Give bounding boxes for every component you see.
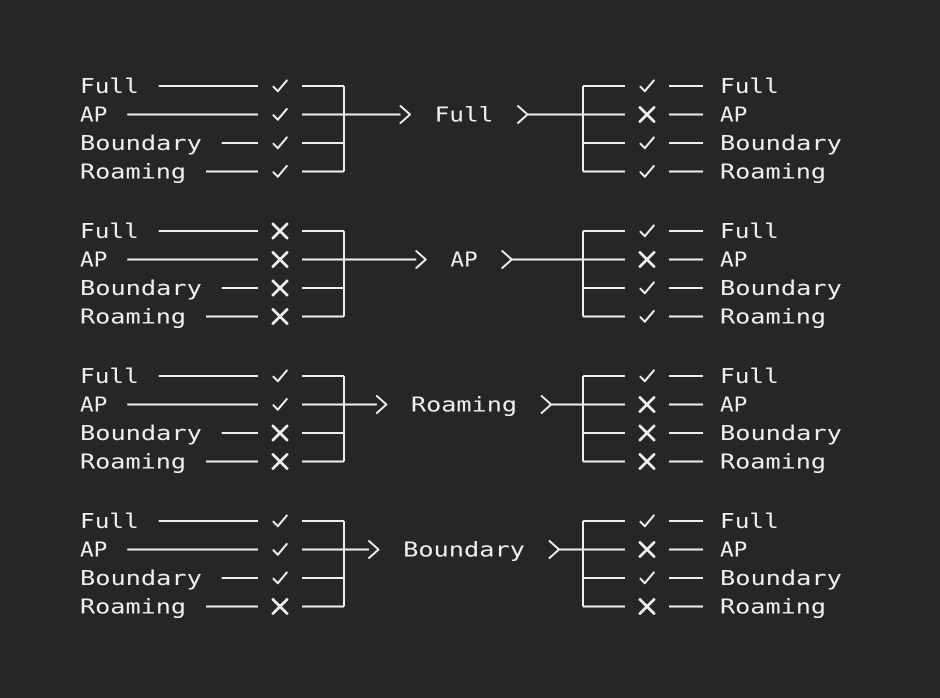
arrow-icon: [415, 250, 427, 269]
mode-label: Boundary: [80, 276, 202, 300]
cross-icon: [271, 279, 289, 297]
arrow-icon: [375, 395, 388, 414]
mode-label: AP: [80, 393, 107, 417]
cross-icon: [638, 106, 656, 123]
mode-label: Boundary: [720, 131, 842, 155]
arrow-icon: [548, 540, 560, 559]
cross-icon: [271, 598, 289, 615]
mode-label: AP: [80, 538, 107, 562]
arrow-icon: [368, 540, 380, 559]
mode-label: Roaming: [720, 595, 826, 619]
cross-icon: [271, 453, 289, 470]
mode-label: Full: [720, 74, 779, 98]
mode-label: Roaming: [80, 160, 186, 184]
check-icon: [639, 369, 655, 383]
cross-icon: [638, 598, 656, 615]
check-icon: [272, 79, 288, 93]
cross-icon: [638, 251, 656, 268]
target-mode-label: Roaming: [411, 393, 517, 417]
cross-icon: [638, 424, 656, 442]
mode-label: Full: [720, 364, 779, 388]
mode-label: Boundary: [720, 566, 842, 590]
cross-icon: [638, 453, 656, 470]
target-mode-label: AP: [450, 248, 477, 272]
check-icon: [639, 79, 655, 93]
check-icon: [639, 281, 655, 295]
mode-label: Roaming: [80, 305, 186, 329]
cross-icon: [638, 396, 656, 413]
mode-label: Full: [80, 364, 139, 388]
arrow-icon: [540, 395, 553, 414]
arrow-icon: [517, 105, 529, 124]
mode-label: AP: [80, 103, 107, 127]
mode-label: Roaming: [720, 450, 826, 474]
check-icon: [639, 224, 655, 238]
mode-label: Full: [80, 219, 139, 243]
check-icon: [639, 514, 655, 528]
arrow-icon: [501, 250, 513, 269]
mode-label: Boundary: [80, 131, 202, 155]
check-icon: [639, 136, 655, 150]
mode-label: AP: [720, 393, 747, 417]
mode-label: Roaming: [720, 160, 826, 184]
cross-icon: [271, 251, 289, 268]
check-icon: [272, 397, 288, 411]
cross-icon: [271, 424, 289, 442]
mode-label: Full: [80, 509, 139, 533]
check-icon: [272, 107, 288, 121]
check-icon: [639, 164, 655, 178]
mode-label: Boundary: [720, 276, 842, 300]
mode-label: Full: [80, 74, 139, 98]
check-icon: [272, 514, 288, 528]
check-icon: [272, 136, 288, 150]
cross-icon: [638, 541, 656, 558]
mode-label: Full: [720, 509, 779, 533]
check-icon: [639, 309, 655, 323]
check-icon: [272, 542, 288, 556]
mode-label: AP: [80, 248, 107, 272]
check-icon: [272, 369, 288, 383]
mode-label: AP: [720, 248, 747, 272]
target-mode-label: Full: [435, 103, 494, 127]
mode-label: AP: [720, 103, 747, 127]
mode-label: AP: [720, 538, 747, 562]
mode-label: Boundary: [80, 566, 202, 590]
check-icon: [272, 164, 288, 178]
mode-label: Boundary: [80, 421, 202, 445]
mode-label: Roaming: [720, 305, 826, 329]
cross-icon: [271, 222, 289, 240]
cross-icon: [271, 308, 289, 325]
mode-label: Full: [720, 219, 779, 243]
mode-label: Boundary: [720, 421, 842, 445]
check-icon: [639, 571, 655, 585]
mode-label: Roaming: [80, 595, 186, 619]
check-icon: [272, 571, 288, 585]
target-mode-label: Boundary: [403, 538, 525, 562]
mode-label: Roaming: [80, 450, 186, 474]
arrow-icon: [399, 105, 411, 124]
